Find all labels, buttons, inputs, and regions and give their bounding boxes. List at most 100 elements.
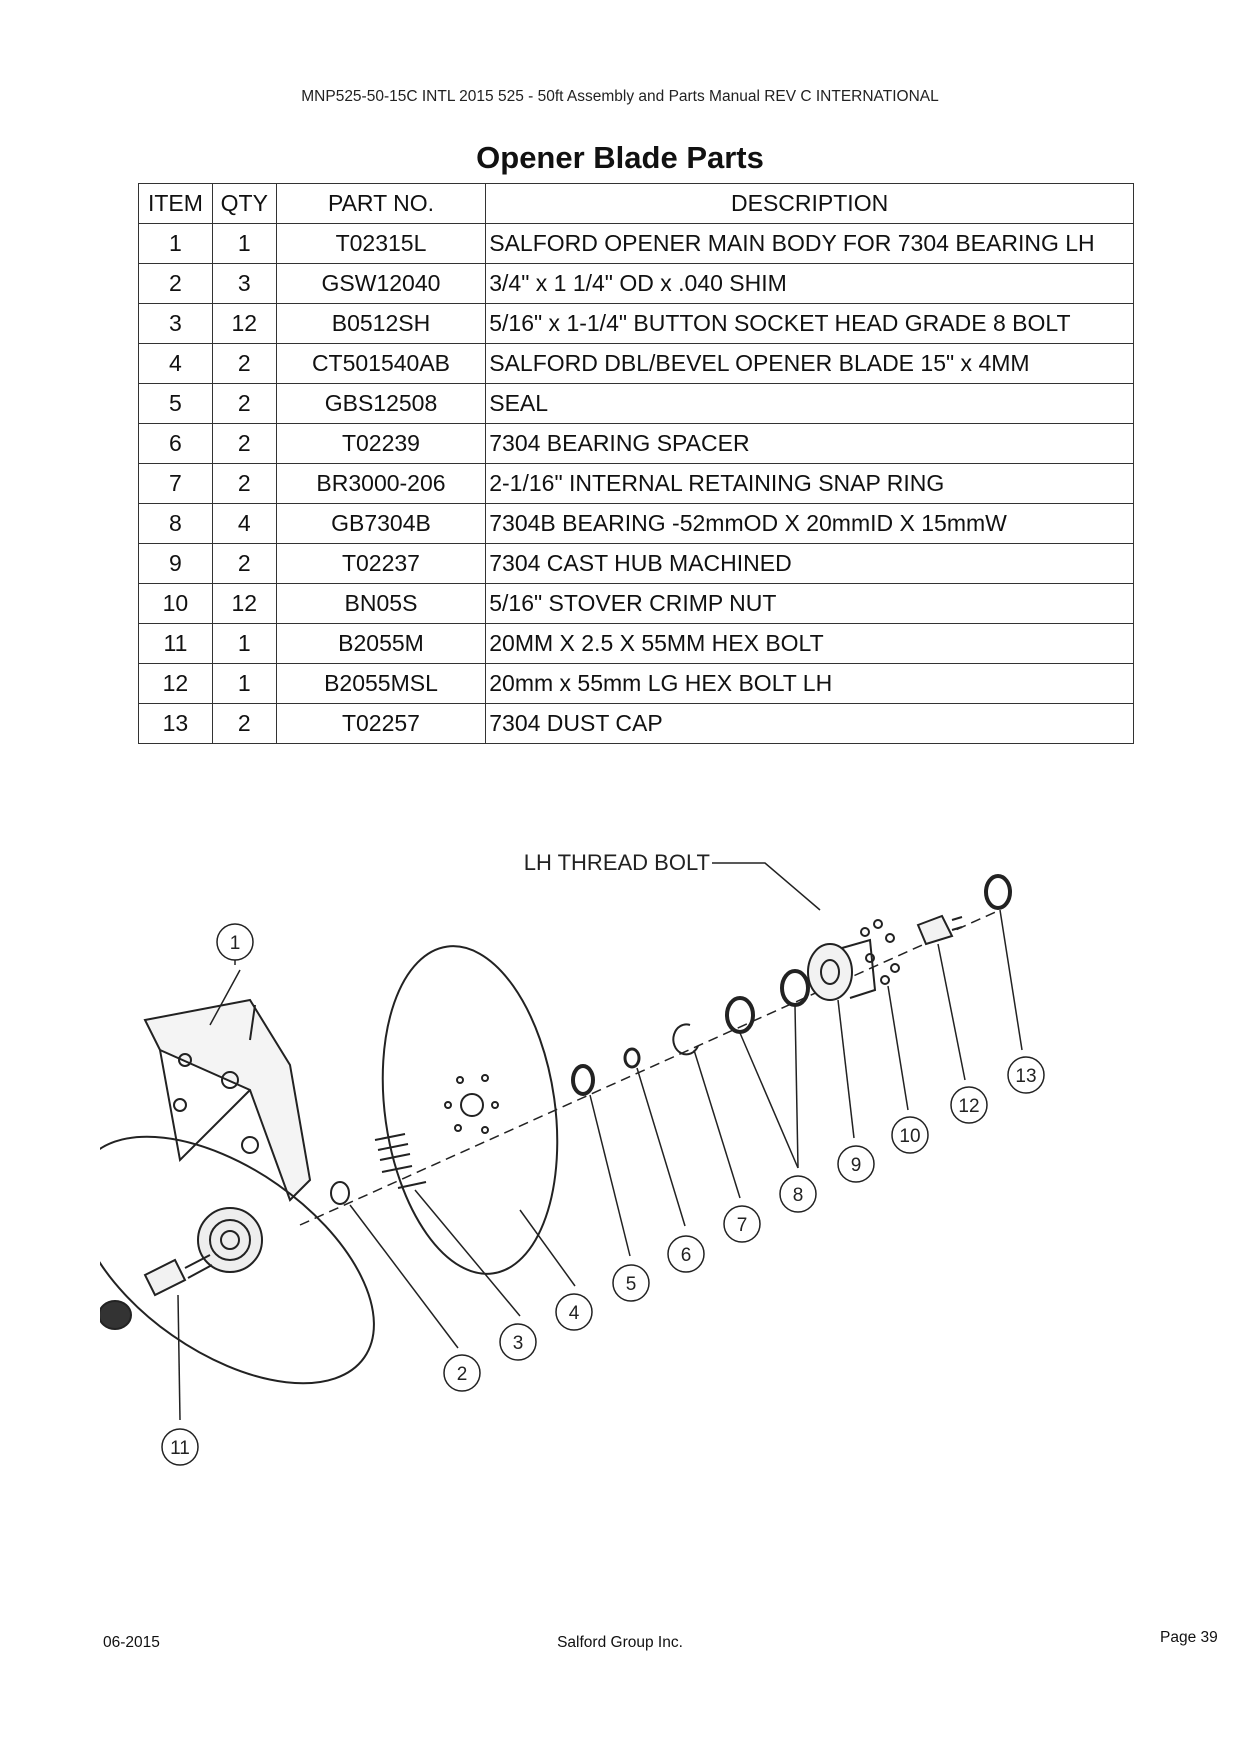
cell-item: 13: [138, 703, 213, 744]
callout-number-1: 1: [230, 933, 241, 954]
column-header-item: ITEM: [138, 183, 213, 224]
cell-qty: 2: [211, 383, 277, 424]
cell-description: 3/4" x 1 1/4" OD x .040 SHIM: [485, 263, 1134, 304]
cell-qty: 12: [211, 583, 277, 624]
callout-number-7: 7: [737, 1215, 748, 1236]
callout-number-4: 4: [569, 1303, 580, 1324]
cell-part-no: B2055M: [275, 623, 487, 664]
callout-number-10: 10: [899, 1126, 920, 1147]
inner-hub: [197, 1207, 263, 1273]
callout-number-13: 13: [1015, 1066, 1036, 1087]
cell-qty: 1: [211, 663, 277, 704]
cell-description: SALFORD OPENER MAIN BODY FOR 7304 BEARIN…: [485, 223, 1134, 264]
cell-part-no: GSW12040: [275, 263, 487, 304]
callout-circle-7: [723, 1205, 761, 1243]
callout-circle-1: [216, 923, 254, 961]
dust-cap-left: [100, 1300, 132, 1330]
snap-ring: [672, 1023, 699, 1056]
column-header-description: DESCRIPTION: [485, 183, 1134, 224]
cell-qty: 4: [211, 503, 277, 544]
cell-item: 12: [138, 663, 213, 704]
cell-qty: 2: [211, 423, 277, 464]
column-header-part-no: PART NO.: [275, 183, 487, 224]
cell-description: 7304B BEARING -52mmOD X 20mmID X 15mmW: [485, 503, 1134, 544]
footer-company: Salford Group Inc.: [557, 1634, 683, 1651]
cell-part-no: BN05S: [275, 583, 487, 624]
callout-number-8: 8: [793, 1185, 804, 1206]
cell-qty: 2: [211, 343, 277, 384]
footer-page-number: Page 39: [1160, 1629, 1218, 1646]
dust-cap-right: [984, 874, 1012, 910]
cell-part-no: T02237: [275, 543, 487, 584]
cell-qty: 2: [211, 543, 277, 584]
callout-circle-3: [499, 1323, 537, 1361]
hex-bolt: [143, 1254, 213, 1297]
cell-description: 20mm x 55mm LG HEX BOLT LH: [485, 663, 1134, 704]
cell-part-no: B0512SH: [275, 303, 487, 344]
cell-item: 8: [138, 503, 213, 544]
opener-blade: [381, 945, 559, 1275]
callout-circle-10: [891, 1116, 929, 1154]
footer-date: 06-2015: [103, 1634, 160, 1651]
callout-circle-8: [779, 1175, 817, 1213]
page-title: Opener Blade Parts: [476, 140, 764, 175]
cell-description: 7304 CAST HUB MACHINED: [485, 543, 1134, 584]
bearing-b: [780, 969, 810, 1007]
seal: [571, 1064, 595, 1096]
cell-qty: 1: [211, 223, 277, 264]
cell-part-no: BR3000-206: [275, 463, 487, 504]
cell-part-no: T02257: [275, 703, 487, 744]
callout-number-2: 2: [457, 1364, 468, 1385]
cell-description: 5/16" x 1-1/4" BUTTON SOCKET HEAD GRADE …: [485, 303, 1134, 344]
blade-inner: [100, 1135, 375, 1385]
cell-item: 7: [138, 463, 213, 504]
callout-circle-9: [837, 1145, 875, 1183]
cell-qty: 3: [211, 263, 277, 304]
cell-item: 11: [138, 623, 213, 664]
bearing-spacer: [623, 1047, 641, 1069]
cell-item: 5: [138, 383, 213, 424]
cell-description: 5/16" STOVER CRIMP NUT: [485, 583, 1134, 624]
cell-item: 2: [138, 263, 213, 304]
bearing-a: [725, 996, 755, 1034]
callout-circle-6: [667, 1235, 705, 1273]
cell-part-no: T02315L: [275, 223, 487, 264]
table-header-row: ITEM QTY PART NO. DESCRIPTION: [138, 183, 1134, 224]
document-header: MNP525-50-15C INTL 2015 525 - 50ft Assem…: [301, 88, 939, 105]
crimp-nuts: [860, 919, 900, 985]
cell-item: 9: [138, 543, 213, 584]
cell-description: 20MM X 2.5 X 55MM HEX BOLT: [485, 623, 1134, 664]
callout-number-6: 6: [681, 1245, 692, 1266]
cell-description: SEAL: [485, 383, 1134, 424]
cast-hub: [807, 938, 877, 1001]
cell-part-no: GB7304B: [275, 503, 487, 544]
cell-item: 6: [138, 423, 213, 464]
cell-description: 7304 BEARING SPACER: [485, 423, 1134, 464]
opener-main-body: [143, 998, 312, 1202]
lh-hex-bolt: [916, 914, 963, 946]
cell-part-no: B2055MSL: [275, 663, 487, 704]
callout-circle-13: [1007, 1056, 1045, 1094]
cell-item: 4: [138, 343, 213, 384]
shim: [330, 1181, 350, 1205]
cell-item: 1: [138, 223, 213, 264]
cell-part-no: T02239: [275, 423, 487, 464]
column-header-qty: QTY: [211, 183, 277, 224]
cell-part-no: GBS12508: [275, 383, 487, 424]
